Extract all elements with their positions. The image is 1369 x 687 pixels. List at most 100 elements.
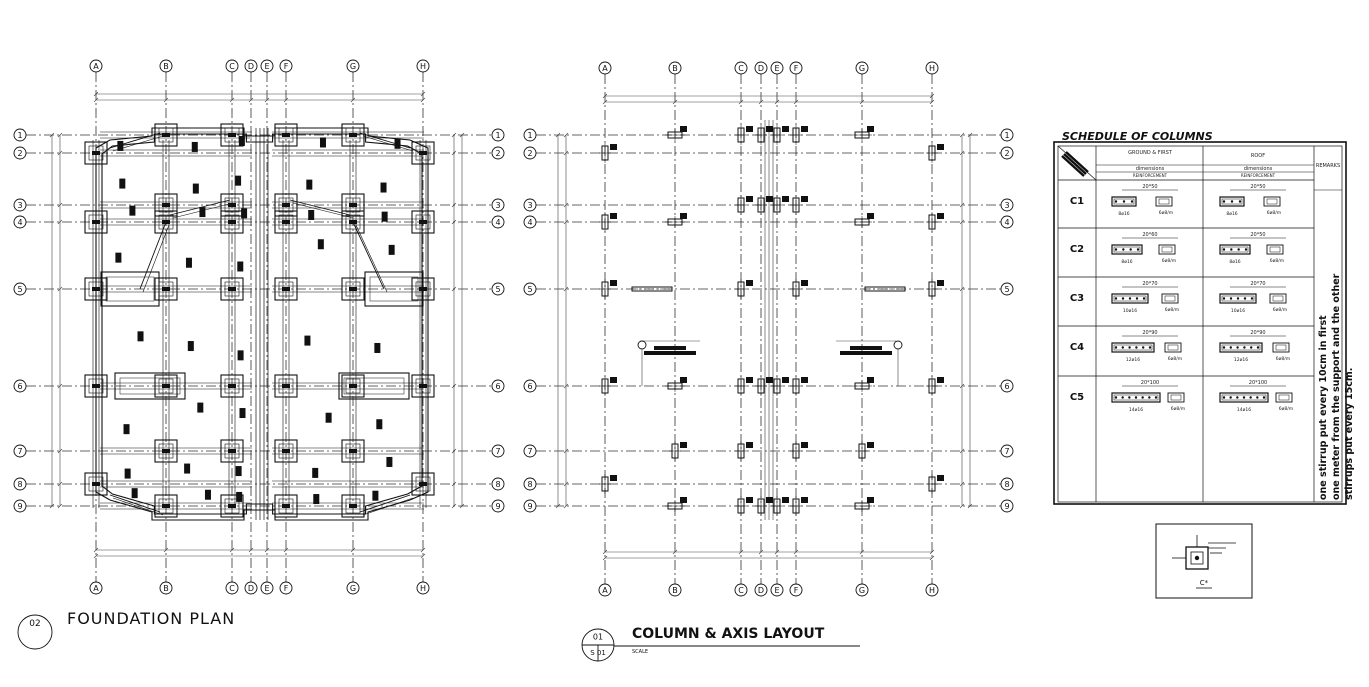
column-tag bbox=[937, 144, 944, 150]
cl-col-bottom-label-G: G bbox=[859, 586, 865, 595]
cl-row-left-label-7: 7 bbox=[527, 447, 532, 456]
footing-pad bbox=[411, 374, 435, 398]
fp-row-right-label-2: 2 bbox=[495, 149, 500, 158]
footing-column bbox=[349, 203, 357, 207]
column-layout-scale-label: SCALE bbox=[632, 649, 648, 655]
fp-row-right-bubble-2 bbox=[491, 146, 505, 160]
rebar-tag bbox=[239, 408, 246, 419]
schedule-roof-dimension: 20*70 bbox=[1250, 281, 1265, 287]
footing-column bbox=[419, 220, 427, 224]
column-tag bbox=[801, 280, 808, 286]
schedule-ground-dimension: 20*70 bbox=[1142, 281, 1157, 287]
fp-col-bottom-label-D: D bbox=[248, 584, 254, 593]
fp-col-bottom-label-F: F bbox=[284, 584, 289, 593]
footing-pad bbox=[220, 193, 244, 217]
column-layout-dimension-lines bbox=[555, 93, 973, 561]
rebar-tag bbox=[192, 183, 199, 194]
fp-row-left-label-8: 8 bbox=[17, 480, 22, 489]
fp-row-right-label-5: 5 bbox=[495, 285, 500, 294]
rebar-tag bbox=[187, 341, 194, 352]
footing-column bbox=[228, 203, 236, 207]
combined-footing bbox=[364, 271, 424, 307]
column-tag bbox=[937, 475, 944, 481]
fp-row-left-label-6: 6 bbox=[17, 382, 22, 391]
schedule-ground-bars: 14ø16 bbox=[1129, 407, 1143, 413]
fp-row-left-bubble-3 bbox=[13, 198, 27, 212]
column-tag bbox=[782, 377, 789, 383]
schedule-header-ground-reinforcement: REINFORCEMENT bbox=[1133, 173, 1168, 178]
section-drawing bbox=[1111, 342, 1155, 353]
fp-row-left-label-3: 3 bbox=[17, 201, 22, 210]
footing-column bbox=[228, 220, 236, 224]
fp-row-left-bubble-8 bbox=[13, 477, 27, 491]
column-tag bbox=[801, 377, 808, 383]
cl-col-top-bubble-D bbox=[754, 61, 768, 75]
footing-column bbox=[349, 449, 357, 453]
footing-column bbox=[92, 482, 100, 486]
stirrup-drawing bbox=[1167, 392, 1185, 403]
fp-col-top-bubble-C bbox=[225, 59, 239, 73]
footing-pad bbox=[154, 123, 178, 147]
column-tag bbox=[766, 126, 773, 132]
cl-col-bottom-label-H: H bbox=[929, 586, 935, 595]
fp-col-bottom-bubble-D bbox=[244, 581, 258, 595]
fp-col-bottom-bubble-B bbox=[159, 581, 173, 595]
footing-column bbox=[162, 384, 170, 388]
schedule-roof-bars: 12ø16 bbox=[1234, 357, 1248, 363]
column-tag bbox=[680, 497, 687, 503]
foundation-outline bbox=[95, 127, 429, 521]
foundation-plan-number: 02 bbox=[29, 619, 40, 629]
cl-row-left-bubble-3 bbox=[523, 198, 537, 212]
cl-row-left-label-5: 5 bbox=[527, 285, 532, 294]
schedule-ground-dimension: 20*100 bbox=[1141, 380, 1159, 386]
column-tag bbox=[680, 377, 687, 383]
column-tag bbox=[766, 377, 773, 383]
cl-col-top-bubble-A bbox=[598, 61, 612, 75]
schedule-title: SCHEDULE OF COLUMNS bbox=[1062, 130, 1213, 143]
column-layout-title-block: 01 S 01 COLUMN & AXIS LAYOUT SCALE bbox=[581, 626, 860, 662]
footing-pad bbox=[274, 210, 298, 234]
schedule-ground-stirrup: 6ø8/m bbox=[1162, 258, 1176, 264]
footing-column bbox=[162, 504, 170, 508]
rebar-tag bbox=[374, 342, 381, 353]
fp-col-top-bubble-E bbox=[260, 59, 274, 73]
fp-col-top-bubble-A bbox=[89, 59, 103, 73]
schedule-ground-bars: 8ø16 bbox=[1118, 211, 1129, 217]
cl-row-left-bubble-8 bbox=[523, 477, 537, 491]
rebar-tag bbox=[119, 178, 126, 189]
fp-col-top-label-C: C bbox=[229, 62, 235, 71]
rebar-tag bbox=[319, 137, 326, 148]
schedule-ground-stirrup: 6ø8/m bbox=[1168, 356, 1182, 362]
rebar-tag bbox=[131, 488, 138, 499]
rebar-tag bbox=[238, 135, 245, 146]
rebar-tag bbox=[376, 419, 383, 430]
section-drawing bbox=[1219, 244, 1251, 255]
footing-pad bbox=[341, 439, 365, 463]
fp-col-bottom-label-H: H bbox=[420, 584, 426, 593]
footing-column bbox=[228, 133, 236, 137]
stirrup-drawing bbox=[1158, 244, 1176, 255]
footing-pad bbox=[274, 277, 298, 301]
column-tag bbox=[610, 280, 617, 286]
column-tag bbox=[937, 280, 944, 286]
schedule-roof-stirrup: 6ø8/m bbox=[1273, 307, 1287, 313]
foundation-plan-dimension-lines bbox=[49, 91, 465, 559]
column-tag bbox=[937, 213, 944, 219]
cl-row-left-bubble-9 bbox=[523, 499, 537, 513]
column-tag bbox=[746, 196, 753, 202]
column-tag bbox=[782, 497, 789, 503]
rebar-tag bbox=[191, 141, 198, 152]
cl-row-left-bubble-6 bbox=[523, 379, 537, 393]
fp-col-bottom-label-A: A bbox=[93, 584, 99, 593]
cl-col-bottom-label-F: F bbox=[794, 586, 799, 595]
fp-col-bottom-bubble-A bbox=[89, 581, 103, 595]
fp-row-right-bubble-9 bbox=[491, 499, 505, 513]
section-drawing bbox=[1111, 293, 1149, 304]
footing-pad bbox=[84, 374, 108, 398]
footing-column bbox=[282, 203, 290, 207]
rebar-tag bbox=[312, 467, 319, 478]
cl-col-bottom-bubble-A bbox=[598, 583, 612, 597]
rebar-tag bbox=[241, 208, 248, 219]
